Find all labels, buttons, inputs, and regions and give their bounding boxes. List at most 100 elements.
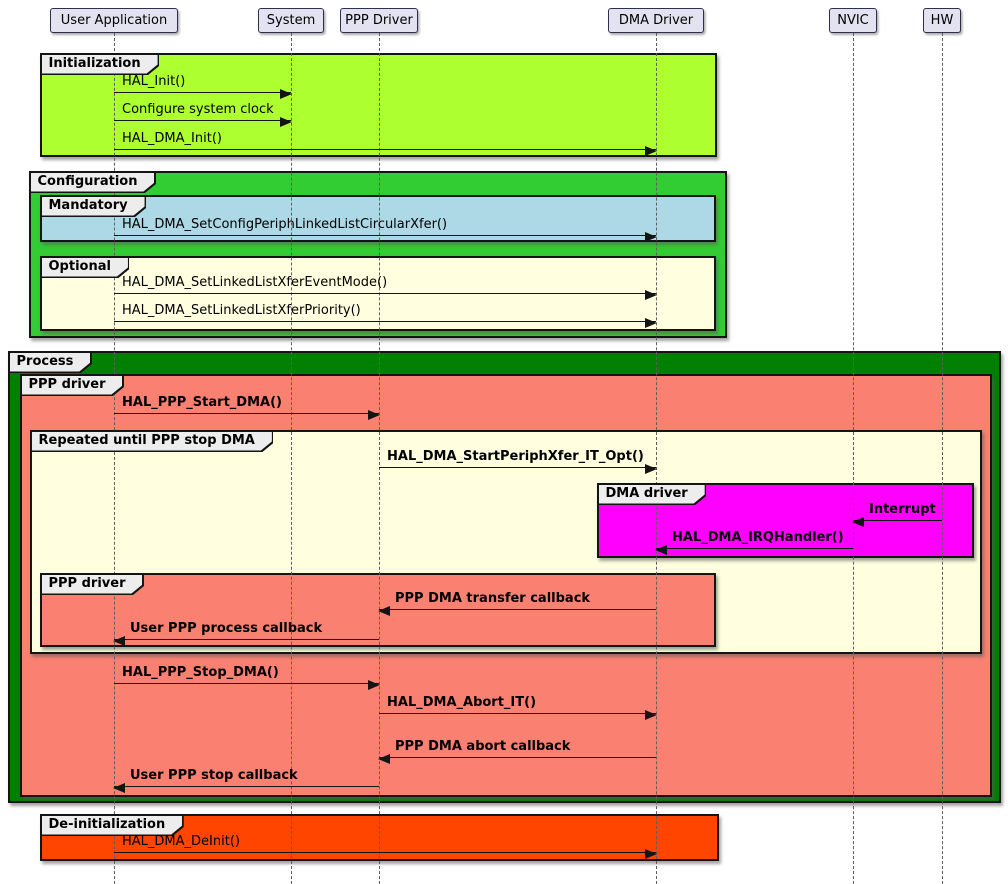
message-set-event-mode: HAL_DMA_SetLinkedListXferEventMode(): [114, 274, 657, 300]
frame-tab-ppp-driver-start: PPP driver: [20, 374, 124, 396]
message-label: HAL_DMA_SetConfigPeriphLinkedListCircula…: [122, 217, 448, 232]
participant-label: System: [266, 13, 316, 28]
frame-label: DMA driver: [599, 485, 705, 504]
frame-tab-deinitialization: De-initialization: [40, 814, 184, 836]
frame-tab-repeated: Repeated until PPP stop DMA: [30, 430, 273, 452]
arrowhead-right-icon: [368, 410, 380, 420]
message-label: Configure system clock: [122, 102, 274, 117]
arrowhead-right-icon: [645, 464, 657, 474]
participant-label: User Application: [60, 13, 168, 28]
arrow-line: [114, 235, 656, 236]
arrow-line: [114, 786, 379, 787]
message-stop-callback: User PPP stop callback: [113, 767, 379, 793]
frame-tab-process: Process: [8, 351, 92, 373]
message-hal-dma-init: HAL_DMA_Init(): [114, 130, 657, 156]
frame-label: Repeated until PPP stop DMA: [32, 432, 272, 451]
lifeline-dma-driver: [656, 33, 657, 884]
arrow-line: [379, 609, 656, 610]
message-abort-callback: PPP DMA abort callback: [378, 738, 656, 764]
message-irq-handler: HAL_DMA_IRQHandler(): [655, 529, 853, 555]
message-label: User PPP process callback: [130, 621, 323, 636]
message-label: PPP DMA transfer callback: [395, 591, 591, 606]
arrow-line: [114, 92, 291, 93]
frame-tab-mandatory: Mandatory: [40, 195, 146, 217]
frame-label: Initialization: [42, 55, 158, 74]
lifeline-nvic: [853, 33, 854, 884]
message-hal-dma-deinit: HAL_DMA_DeInit(): [114, 833, 657, 859]
message-set-priority: HAL_DMA_SetLinkedListXferPriority(): [114, 302, 657, 328]
arrow-line: [853, 520, 942, 521]
frame-label: PPP driver: [42, 575, 143, 594]
message-label: HAL_DMA_DeInit(): [122, 834, 240, 849]
arrow-line: [114, 293, 656, 294]
arrowhead-left-icon: [655, 545, 667, 555]
arrowhead-right-icon: [645, 146, 657, 156]
message-ppp-stop-dma: HAL_PPP_Stop_DMA(): [114, 664, 380, 690]
arrowhead-left-icon: [113, 636, 125, 646]
message-label: HAL_DMA_SetLinkedListXferPriority(): [122, 303, 361, 318]
arrow-line: [656, 548, 853, 549]
arrowhead-right-icon: [645, 290, 657, 300]
arrow-line: [114, 639, 379, 640]
arrowhead-right-icon: [280, 117, 292, 127]
arrowhead-left-icon: [378, 754, 390, 764]
frame-mandatory: [40, 195, 716, 242]
arrowhead-right-icon: [645, 849, 657, 859]
arrowhead-left-icon: [852, 517, 864, 527]
frame-label: Mandatory: [42, 197, 145, 216]
frame-tab-ppp-driver-callback: PPP driver: [40, 573, 144, 595]
participant-label: NVIC: [837, 13, 869, 28]
message-label: PPP DMA abort callback: [395, 739, 571, 754]
arrow-line: [114, 852, 656, 853]
arrowhead-left-icon: [378, 606, 390, 616]
frame-label: Configuration: [31, 173, 155, 192]
arrow-line: [379, 467, 656, 468]
message-set-config-periph: HAL_DMA_SetConfigPeriphLinkedListCircula…: [114, 216, 657, 242]
participant-system: System: [258, 8, 324, 33]
participant-label: HW: [930, 13, 954, 28]
participant-hw: HW: [923, 8, 961, 33]
arrowhead-right-icon: [280, 89, 292, 99]
lifeline-hw: [942, 33, 943, 884]
arrow-line: [114, 149, 656, 150]
message-label: HAL_DMA_IRQHandler(): [672, 530, 844, 545]
arrowhead-left-icon: [113, 783, 125, 793]
lifeline-user-application: [114, 33, 115, 884]
lifeline-ppp-driver: [379, 33, 380, 884]
frame-tab-configuration: Configuration: [29, 171, 156, 193]
message-hal-init: HAL_Init(): [114, 73, 292, 99]
message-ppp-start-dma: HAL_PPP_Start_DMA(): [114, 394, 380, 420]
message-label: User PPP stop callback: [130, 768, 298, 783]
message-label: HAL_DMA_Abort_IT(): [387, 695, 537, 710]
arrowhead-right-icon: [645, 232, 657, 242]
participant-label: DMA Driver: [618, 13, 694, 28]
arrow-line: [114, 413, 379, 414]
participant-user-application: User Application: [50, 8, 178, 33]
arrow-line: [379, 713, 656, 714]
message-interrupt: Interrupt: [852, 501, 942, 527]
arrowhead-right-icon: [368, 680, 380, 690]
arrowhead-right-icon: [645, 710, 657, 720]
frame-tab-dma-driver: DMA driver: [597, 483, 706, 505]
participant-ppp-driver: PPP Driver: [340, 8, 418, 33]
frame-label: Optional: [42, 258, 128, 277]
message-start-periph-xfer: HAL_DMA_StartPeriphXfer_IT_Opt(): [379, 448, 657, 474]
message-label: HAL_DMA_SetLinkedListXferEventMode(): [122, 275, 388, 290]
message-transfer-callback: PPP DMA transfer callback: [378, 590, 656, 616]
message-label: HAL_Init(): [122, 74, 186, 89]
message-label: HAL_PPP_Stop_DMA(): [122, 665, 279, 680]
arrow-line: [114, 321, 656, 322]
participant-label: PPP Driver: [345, 13, 413, 28]
message-process-callback: User PPP process callback: [113, 620, 379, 646]
message-label: HAL_PPP_Start_DMA(): [122, 395, 282, 410]
participant-nvic: NVIC: [829, 8, 877, 33]
frame-label: De-initialization: [42, 816, 183, 835]
message-label: HAL_DMA_StartPeriphXfer_IT_Opt(): [387, 449, 644, 464]
message-label: Interrupt: [869, 502, 936, 517]
arrowhead-right-icon: [645, 318, 657, 328]
frame-label: PPP driver: [22, 376, 123, 395]
message-dma-abort-it: HAL_DMA_Abort_IT(): [379, 694, 657, 720]
message-label: HAL_DMA_Init(): [122, 131, 222, 146]
arrow-line: [114, 120, 291, 121]
